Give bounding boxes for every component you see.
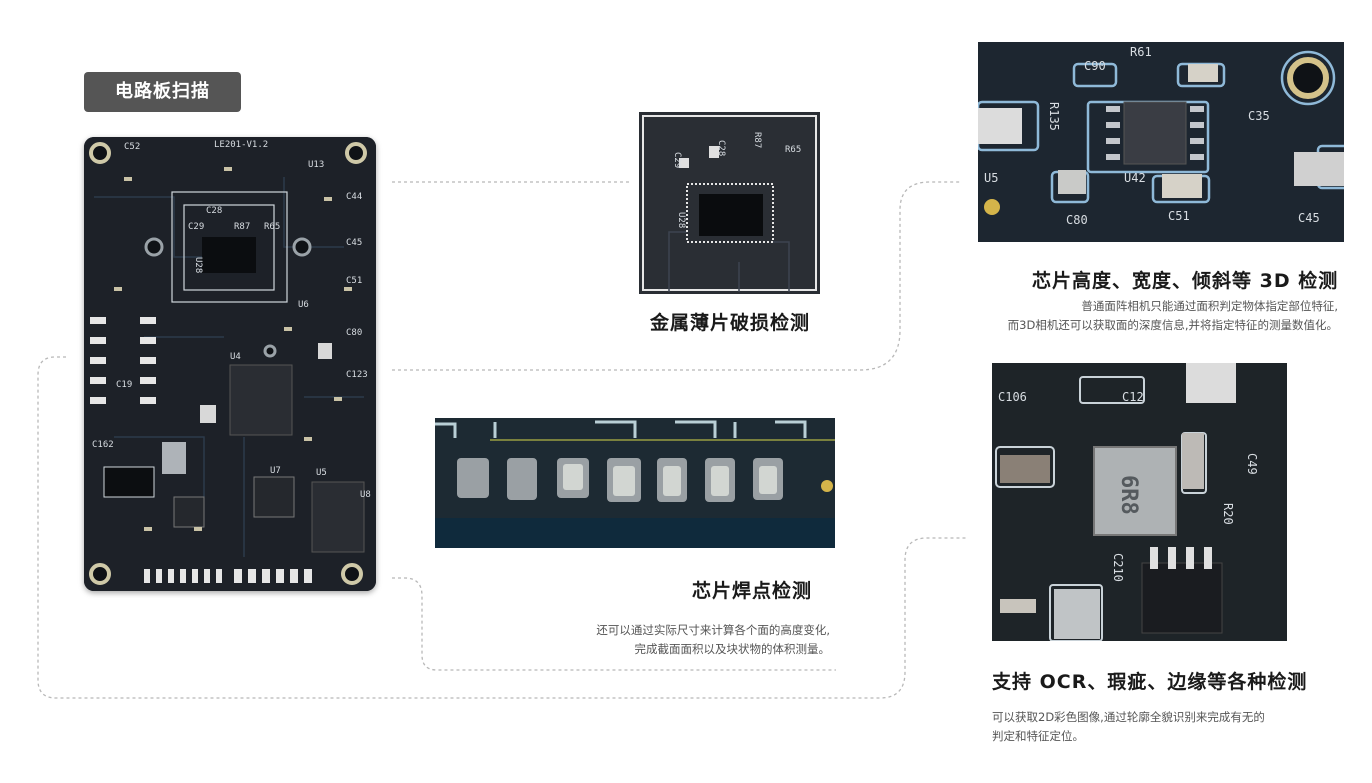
board-label-c28: C28 [206,206,222,216]
board-label-u6: U6 [298,300,309,310]
circuit-board-image: LE201-V1.2 U28 R87 R65 C28 C29 C52 U13 C… [84,137,376,591]
board-label-u7: U7 [270,466,281,476]
chip3d-label-c35: C35 [1248,109,1270,123]
chip3d-label-r135: R135 [1047,102,1061,131]
solder-desc: 还可以通过实际尺寸来计算各个面的高度变化, 完成截面面积以及块状物的体积测量。 [500,621,830,659]
board-label-c52: C52 [124,142,140,152]
connector-solder [392,577,836,671]
chip3d-label-c45: C45 [1298,211,1320,225]
board-label-c45: C45 [346,238,362,248]
board-label-c123: C123 [346,370,368,380]
chip3d-label-r61: R61 [1130,45,1152,59]
chip3d-label-c90: C90 [1084,59,1106,73]
chip3d-label-u42: U42 [1124,171,1146,185]
ocr-image: C106 C12 6R8 C210 R20 C49 [992,363,1287,641]
solder-joint-image [435,418,835,548]
chip-3d-title: 芯片高度、宽度、倾斜等 3D 检测 [1032,270,1339,292]
board-label-version: LE201-V1.2 [214,140,268,150]
board-label-c29: C29 [188,222,204,232]
ocr-desc-line-1: 可以获取2D彩色图像,通过轮廓全貌识别来完成有无的 [992,710,1265,724]
circuit-board-drawing: LE201-V1.2 U28 R87 R65 C28 C29 C52 U13 C… [84,137,376,591]
ocr-desc: 可以获取2D彩色图像,通过轮廓全貌识别来完成有无的 判定和特征定位。 [992,708,1265,746]
metal-foil-image: C28 R87 C29 R65 U28 [639,112,820,294]
board-label-r87: R87 [234,222,250,232]
chip3d-label-c80: C80 [1066,213,1088,227]
board-label-u4: U4 [230,352,241,362]
ocr-label-c210: C210 [1111,553,1125,582]
connector-3d [392,181,960,371]
board-label-u13: U13 [308,160,324,170]
board-label-c51: C51 [346,276,362,286]
board-label-u8: U8 [360,490,371,500]
solder-title: 芯片焊点检测 [692,580,813,602]
chip3d-label-u5: U5 [984,171,998,185]
board-label-u28: U28 [193,257,203,273]
metal-label-u28: U28 [676,212,686,228]
metal-label-r65: R65 [785,145,801,155]
chip3d-label-c51: C51 [1168,209,1190,223]
ocr-label-c106: C106 [998,390,1027,404]
board-label-c44: C44 [346,192,362,202]
ocr-desc-line-2: 判定和特征定位。 [992,729,1084,743]
metal-label-c28: C28 [716,140,726,156]
connector-ocr [37,356,966,699]
ocr-label-6r8: 6R8 [1116,475,1141,515]
chip-3d-desc: 普通面阵相机只能通过面积判定物体指定部位特征, 而3D相机还可以获取面的深度信息… [930,297,1338,335]
metal-title: 金属薄片破损检测 [650,312,811,334]
metal-label-r87: R87 [752,132,762,148]
ocr-label-c12: C12 [1122,390,1144,404]
board-label-u5: U5 [316,468,327,478]
chip-3d-desc-line-1: 普通面阵相机只能通过面积判定物体指定部位特征, [1081,299,1338,313]
board-label-c162: C162 [92,440,114,450]
ocr-title: 支持 OCR、瑕疵、边缘等各种检测 [992,671,1308,693]
ocr-label-c49: C49 [1245,453,1259,475]
board-label-r65: R65 [264,222,280,232]
solder-desc-line-2: 完成截面面积以及块状物的体积测量。 [634,642,831,656]
chip-3d-image: C90 R61 R135 U42 C35 C80 C51 C45 U5 [978,42,1344,242]
metal-label-c29: C29 [672,152,682,168]
solder-desc-line-1: 还可以通过实际尺寸来计算各个面的高度变化, [596,623,830,637]
board-label-c19: C19 [116,380,132,390]
chip-3d-desc-line-2: 而3D相机还可以获取面的深度信息,并将指定特征的测量数值化。 [1007,318,1338,332]
section-tag: 电路板扫描 [84,72,241,112]
ocr-label-r20: R20 [1221,503,1235,525]
board-label-c80: C80 [346,328,362,338]
